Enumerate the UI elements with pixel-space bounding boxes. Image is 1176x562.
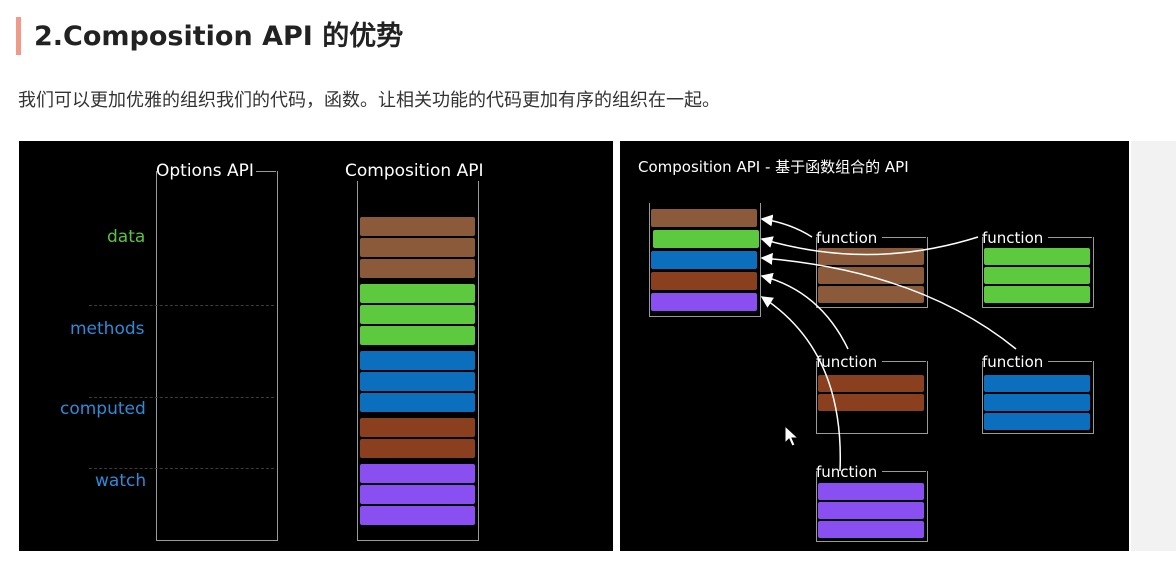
code-block <box>651 251 757 269</box>
options-api-column <box>156 171 278 541</box>
options-api-title: Options API <box>156 161 254 181</box>
code-block <box>360 372 475 391</box>
options-api-column-top-line <box>256 171 276 172</box>
code-block <box>818 286 924 303</box>
composition-arrows <box>760 214 1017 472</box>
code-block <box>360 259 475 278</box>
arrow-darkbrown <box>760 272 849 350</box>
code-block <box>360 351 475 370</box>
code-block <box>984 413 1090 430</box>
label-computed: computed <box>60 399 146 419</box>
function-label: function <box>816 229 878 247</box>
code-block <box>818 502 924 519</box>
code-block <box>818 394 924 411</box>
code-block <box>360 506 475 525</box>
code-block <box>818 375 924 392</box>
code-block <box>360 238 475 257</box>
function-box-top-line <box>882 361 926 362</box>
function-composition-figure: Composition API - 基于函数组合的 API function f… <box>620 141 1129 551</box>
code-block <box>653 230 759 248</box>
code-block <box>818 521 924 538</box>
function-label: function <box>982 353 1044 371</box>
composition-function-title: Composition API - 基于函数组合的 API <box>638 158 909 176</box>
code-block <box>360 485 475 504</box>
code-block <box>818 483 924 500</box>
function-box-blue <box>982 361 1094 434</box>
code-block <box>360 393 475 412</box>
code-block <box>360 418 475 437</box>
composition-api-title: Composition API <box>345 161 484 181</box>
composed-component-box <box>649 203 761 317</box>
function-box-top-line <box>882 471 926 472</box>
arrow-blue <box>760 252 1017 350</box>
section-heading: 2.Composition API 的优势 <box>34 21 404 52</box>
label-watch: watch <box>95 471 147 491</box>
code-block <box>984 286 1090 303</box>
function-label: function <box>816 353 878 371</box>
arrow-purple <box>760 296 842 472</box>
function-box-darkbrown <box>816 361 928 434</box>
function-label: function <box>816 463 878 481</box>
code-block <box>360 439 475 458</box>
code-block <box>651 272 757 290</box>
label-data: data <box>107 227 146 247</box>
function-label: function <box>982 229 1044 247</box>
arrow-green <box>760 236 979 256</box>
code-block <box>360 284 475 303</box>
separator-line <box>89 397 274 398</box>
code-block <box>984 394 1090 411</box>
code-block <box>360 464 475 483</box>
function-box-top-line <box>882 237 926 238</box>
options-vs-composition-figure: Options API Composition API data methods… <box>19 141 613 551</box>
page-margin-strip <box>1131 141 1176 551</box>
code-block <box>984 248 1090 265</box>
function-box-purple <box>816 471 928 542</box>
label-methods: methods <box>70 319 145 339</box>
function-box-top-line <box>1048 361 1092 362</box>
function-box-top-line <box>1048 237 1092 238</box>
mouse-cursor-icon <box>784 425 800 447</box>
intro-paragraph: 我们可以更加优雅的组织我们的代码，函数。让相关功能的代码更加有序的组织在一起。 <box>18 90 720 111</box>
composition-api-column <box>357 171 479 541</box>
function-box-green <box>982 237 1094 308</box>
code-block <box>651 209 757 227</box>
separator-line <box>89 305 274 306</box>
code-block <box>818 248 924 265</box>
code-block <box>984 267 1090 284</box>
code-block <box>818 267 924 284</box>
code-block <box>984 375 1090 392</box>
code-block <box>360 217 475 236</box>
code-block <box>360 326 475 345</box>
separator-line <box>89 468 274 469</box>
heading-accent-bar <box>16 17 21 55</box>
arrow-brown <box>760 214 813 238</box>
function-box-brown <box>816 237 928 308</box>
code-block <box>651 293 757 311</box>
code-block <box>360 305 475 324</box>
